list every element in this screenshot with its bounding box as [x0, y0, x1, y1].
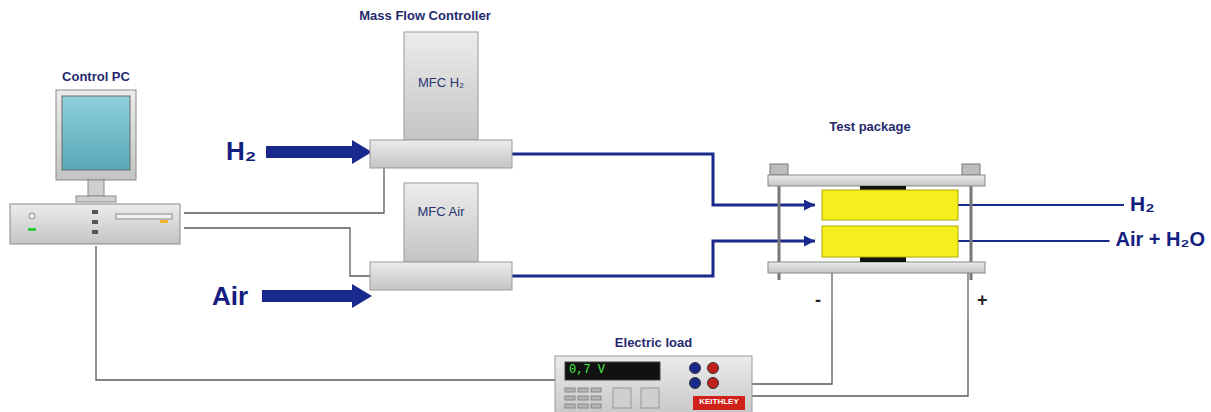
node-drawing: [815, 120, 990, 316]
computer: Control PC: [8, 70, 184, 246]
front-port: [92, 210, 98, 214]
terminal-jack: [690, 363, 701, 374]
terminal: [831, 273, 832, 316]
gas-inlet-label: Air: [212, 281, 248, 312]
key: [565, 388, 575, 392]
signal-wire: [184, 168, 384, 213]
polarity-sign: -: [815, 290, 821, 311]
arrow-pad: [641, 388, 659, 408]
monitor-foot: [76, 196, 116, 202]
front-port: [92, 230, 98, 234]
gasket: [860, 257, 906, 262]
key: [578, 396, 588, 400]
group-title: Mass Flow Controller: [330, 8, 520, 23]
brand-badge: [693, 396, 745, 410]
node-drawing: [8, 70, 184, 246]
polarity-sign: +: [977, 290, 988, 311]
node-drawing: [370, 183, 512, 290]
electronic-load: Electric load 0,7 V KEITHLEY: [555, 336, 752, 412]
gas-inlet-label: H₂: [226, 136, 256, 167]
power-button: [29, 213, 35, 219]
key: [565, 396, 575, 400]
terminal-jack: [708, 363, 719, 374]
gasket: [860, 186, 906, 190]
display-reading: 0,7 V: [569, 364, 657, 378]
gas-outlet-label: H₂: [1130, 192, 1155, 216]
key: [578, 404, 588, 408]
monitor-screen: [62, 96, 130, 170]
signal-wire: [752, 316, 832, 384]
power-led: [28, 228, 36, 231]
mass-flow-controller: MFC H₂: [370, 32, 512, 168]
fuel-cell-stack: Test package: [815, 120, 990, 316]
node-title: Electric load: [555, 336, 752, 351]
drive-slot: [116, 214, 172, 219]
key: [578, 388, 588, 392]
device-label: MFC Air: [411, 205, 471, 220]
terminal-jack: [690, 378, 701, 389]
monitor-stand: [88, 180, 104, 196]
load-body: [555, 356, 752, 412]
mfc-base: [370, 262, 512, 290]
signal-wire: [752, 316, 968, 396]
key: [591, 404, 601, 408]
cathode-cell: [822, 226, 958, 257]
terminal-jack: [708, 378, 719, 389]
end-plate: [768, 175, 985, 186]
mfc-housing: [404, 32, 478, 140]
mfc-base: [370, 140, 512, 168]
pc-case: [10, 204, 180, 244]
device-label: MFC H₂: [411, 76, 471, 91]
node-title: Test package: [815, 120, 925, 135]
bolt-head: [962, 164, 980, 175]
outlet-line: [958, 240, 1110, 242]
input-arrow: [266, 140, 372, 164]
bolt-head: [770, 164, 788, 175]
terminal: [967, 273, 968, 316]
monitor-frame: [56, 90, 136, 180]
load-display: [565, 362, 660, 380]
key: [591, 396, 601, 400]
brand-name: KEITHLEY: [693, 397, 745, 406]
signal-wire: [184, 228, 370, 276]
mass-flow-controller: MFC Air: [370, 183, 512, 290]
key: [591, 388, 601, 392]
key: [565, 404, 575, 408]
arrow-pad: [613, 388, 631, 408]
anode-cell: [822, 190, 958, 220]
front-port: [92, 220, 98, 224]
input-arrow: [262, 284, 372, 308]
end-plate: [768, 262, 985, 273]
mfc-housing: [404, 183, 478, 262]
outlet-line: [958, 204, 1124, 206]
signal-wire: [96, 246, 555, 380]
drive-led: [160, 220, 168, 223]
node-drawing: [370, 32, 512, 168]
node-title: Control PC: [8, 70, 184, 85]
gas-outlet-label: Air + H₂O: [1116, 228, 1205, 251]
